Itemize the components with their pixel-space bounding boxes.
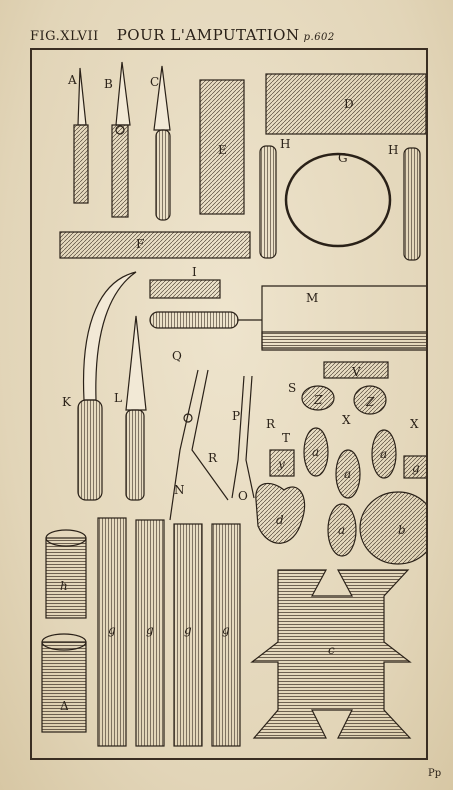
pad-y <box>269 449 295 477</box>
label-g-4: g <box>222 623 230 637</box>
pad-z-2 <box>353 385 387 415</box>
forceps-n <box>169 369 229 521</box>
label-z-2: Z <box>365 395 375 409</box>
pad-v <box>323 361 389 379</box>
label-v: V <box>351 365 361 379</box>
pad-z-1 <box>301 385 335 411</box>
label-p: P <box>232 409 240 423</box>
label-r-2: R <box>266 417 276 431</box>
label-d: D <box>344 97 354 111</box>
curved-knife-k <box>77 271 137 501</box>
bandage-delta <box>41 633 87 733</box>
plate-title: POUR L'AMPUTATION <box>116 26 300 44</box>
label-delta: Δ <box>60 699 69 713</box>
label-l: L <box>114 391 122 405</box>
page-number: Pp <box>428 768 442 779</box>
tourniquet-g <box>284 152 392 248</box>
label-z-1: Z <box>313 393 323 407</box>
compress-d <box>265 73 426 135</box>
label-k: K <box>62 395 72 409</box>
label-s: S <box>288 381 296 395</box>
label-t: T <box>282 431 290 445</box>
label-m: M <box>306 291 318 305</box>
label-i: I <box>192 265 197 279</box>
label-o: O <box>238 489 248 503</box>
cap-d <box>255 482 306 544</box>
label-e: E <box>218 143 227 157</box>
pad-a-3 <box>371 429 397 479</box>
pad-i <box>149 279 221 299</box>
label-g: G <box>338 151 348 165</box>
knife-b <box>111 61 131 218</box>
strip-g-4 <box>211 523 241 747</box>
label-g-2: g <box>146 623 154 637</box>
label-x-2: X <box>410 417 419 431</box>
saw-m <box>149 285 426 351</box>
label-q: Q <box>172 349 182 363</box>
label-b-ball: b <box>398 523 406 537</box>
bandage-h <box>45 529 87 619</box>
handle-h-right <box>403 147 421 261</box>
strip-g-3 <box>173 523 203 747</box>
splint-f <box>59 231 251 259</box>
label-g-3: g <box>184 623 192 637</box>
label-a-2: a <box>344 467 351 481</box>
knife-l <box>125 315 147 501</box>
handle-h-left <box>259 145 277 259</box>
label-a-3: a <box>380 447 387 461</box>
forceps-o <box>231 375 255 499</box>
label-h-bandage: h <box>60 579 68 593</box>
knife-a <box>73 67 89 204</box>
pad-a-2 <box>335 449 361 499</box>
strip-g-2 <box>135 519 165 747</box>
label-g-1: g <box>108 623 116 637</box>
label-d-cap: d <box>276 513 284 527</box>
engraving-plate: A B C D E F G H H I K L M N O P Q R R S … <box>30 48 428 760</box>
label-h-right: H <box>388 143 398 157</box>
strip-g-1 <box>97 517 127 747</box>
label-a-1: a <box>312 445 319 459</box>
label-b: B <box>104 77 113 91</box>
cross-compress-c <box>250 569 412 739</box>
knife-c <box>153 65 171 221</box>
page-reference: p.602 <box>303 32 335 43</box>
plate-header: FIG.XLVII POUR L'AMPUTATION p.602 <box>30 26 430 46</box>
label-f: F <box>136 237 144 251</box>
label-a-4: a <box>338 523 345 537</box>
instruments-illustration: A B C D E F G H H I K L M N O P Q R R S … <box>41 61 426 747</box>
label-c-cross: c <box>328 643 335 657</box>
pad-a-4 <box>327 503 357 557</box>
label-g-small: g <box>412 461 420 475</box>
label-h-left: H <box>280 137 290 151</box>
ball-b <box>359 491 426 565</box>
pad-a-1 <box>303 427 329 477</box>
label-r-1: R <box>208 451 218 465</box>
label-y: y <box>277 457 285 471</box>
figure-number: FIG.XLVII <box>30 29 99 44</box>
compress-e <box>199 79 245 215</box>
label-c: C <box>150 75 159 89</box>
pad-g-small <box>403 455 426 479</box>
label-x-1: X <box>342 413 351 427</box>
label-n: N <box>174 483 185 497</box>
label-a: A <box>67 73 77 87</box>
